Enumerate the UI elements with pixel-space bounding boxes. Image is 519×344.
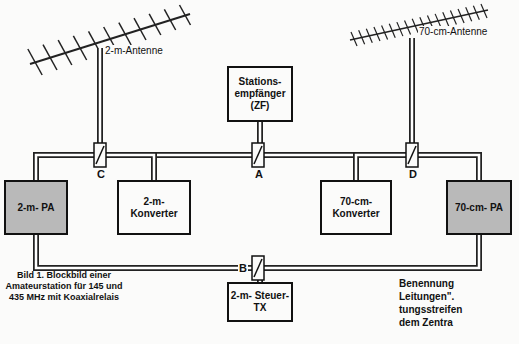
block-box: 2-m- Konverter [117, 180, 191, 235]
relay-b [252, 256, 264, 280]
relay-letter: A [254, 168, 264, 180]
body-text-fragment: Benennung [398, 278, 455, 290]
relay-letter: C [96, 168, 106, 180]
relay-d [406, 143, 418, 167]
body-text-fragment: tungsstreifen [398, 304, 463, 316]
yagi-2m [28, 5, 191, 75]
antenna-label: 2-m-Antenne [104, 45, 164, 57]
coax-cable [260, 122, 356, 180]
body-text-fragment: Leitungen". [398, 291, 455, 303]
block-box: 70-cm- PA [446, 180, 512, 235]
relay-c [94, 143, 106, 167]
box-label: 2-m- Steuer-TX [229, 290, 291, 314]
relay-letter: B [238, 262, 248, 274]
block-box: 2-m- Steuer-TX [227, 282, 293, 322]
figure-caption: Bild 1. Blockbild einer Amateurstation f… [4, 270, 124, 303]
antenna-label: 70-cm-Antenne [418, 26, 488, 38]
box-label: 2-m- Konverter [119, 196, 189, 220]
coax-cable [154, 122, 260, 180]
box-label: Stations- empfänger (ZF) [229, 76, 291, 112]
body-text-fragment: dem Zentra [398, 317, 454, 329]
block-box: 2-m- PA [4, 180, 68, 235]
relay-letter: D [408, 168, 418, 180]
yagi-70cm [350, 4, 488, 46]
box-label: 70-cm- PA [455, 202, 503, 214]
antenna-feed [100, 38, 412, 143]
block-box: 70-cm- Konverter [320, 180, 392, 235]
relay-a [252, 143, 264, 167]
coax-cable [260, 235, 479, 282]
box-label: 70-cm- Konverter [322, 196, 390, 220]
box-label: 2-m- PA [17, 202, 54, 214]
block-box: Stations- empfänger (ZF) [227, 66, 293, 122]
